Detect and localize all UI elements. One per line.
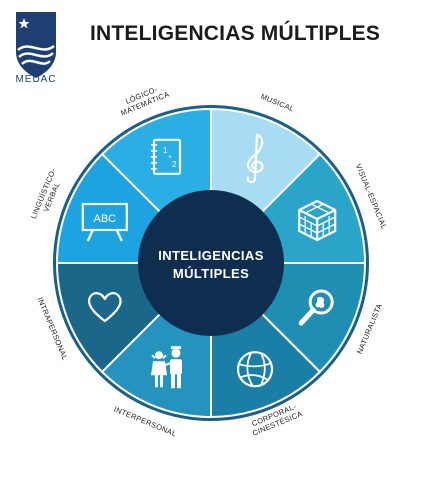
- svg-text:+: +: [168, 154, 172, 161]
- heart-icon: [87, 292, 122, 323]
- center-title-line2: MÚLTIPLES: [173, 266, 249, 281]
- abc-board-icon: ABC: [81, 202, 128, 242]
- treble-clef-icon: [246, 133, 264, 184]
- cube-puzzle-icon: [298, 199, 337, 242]
- center-title-line1: INTELIGENCIAS: [158, 248, 264, 263]
- svg-text:1: 1: [163, 146, 168, 155]
- brand-name: MEDAC: [15, 74, 57, 85]
- two-children-icon: [151, 346, 182, 389]
- ball-icon: [236, 351, 274, 388]
- medac-logo: [16, 12, 56, 78]
- notebook-numbers-icon: 1+2: [151, 138, 182, 175]
- magnifying-glass-icon: [298, 289, 334, 326]
- page-title: INTELIGENCIAS MÚLTIPLES: [90, 22, 381, 45]
- segment-label-line1: MUSICAL: [259, 92, 295, 114]
- svg-text:2: 2: [172, 160, 177, 169]
- segment-label-2: MUSICAL: [259, 92, 295, 114]
- segment-label-1: LÓGICO-MATEMÁTICA: [119, 85, 170, 118]
- center-circle: [138, 190, 284, 336]
- svg-text:ABC: ABC: [93, 213, 116, 225]
